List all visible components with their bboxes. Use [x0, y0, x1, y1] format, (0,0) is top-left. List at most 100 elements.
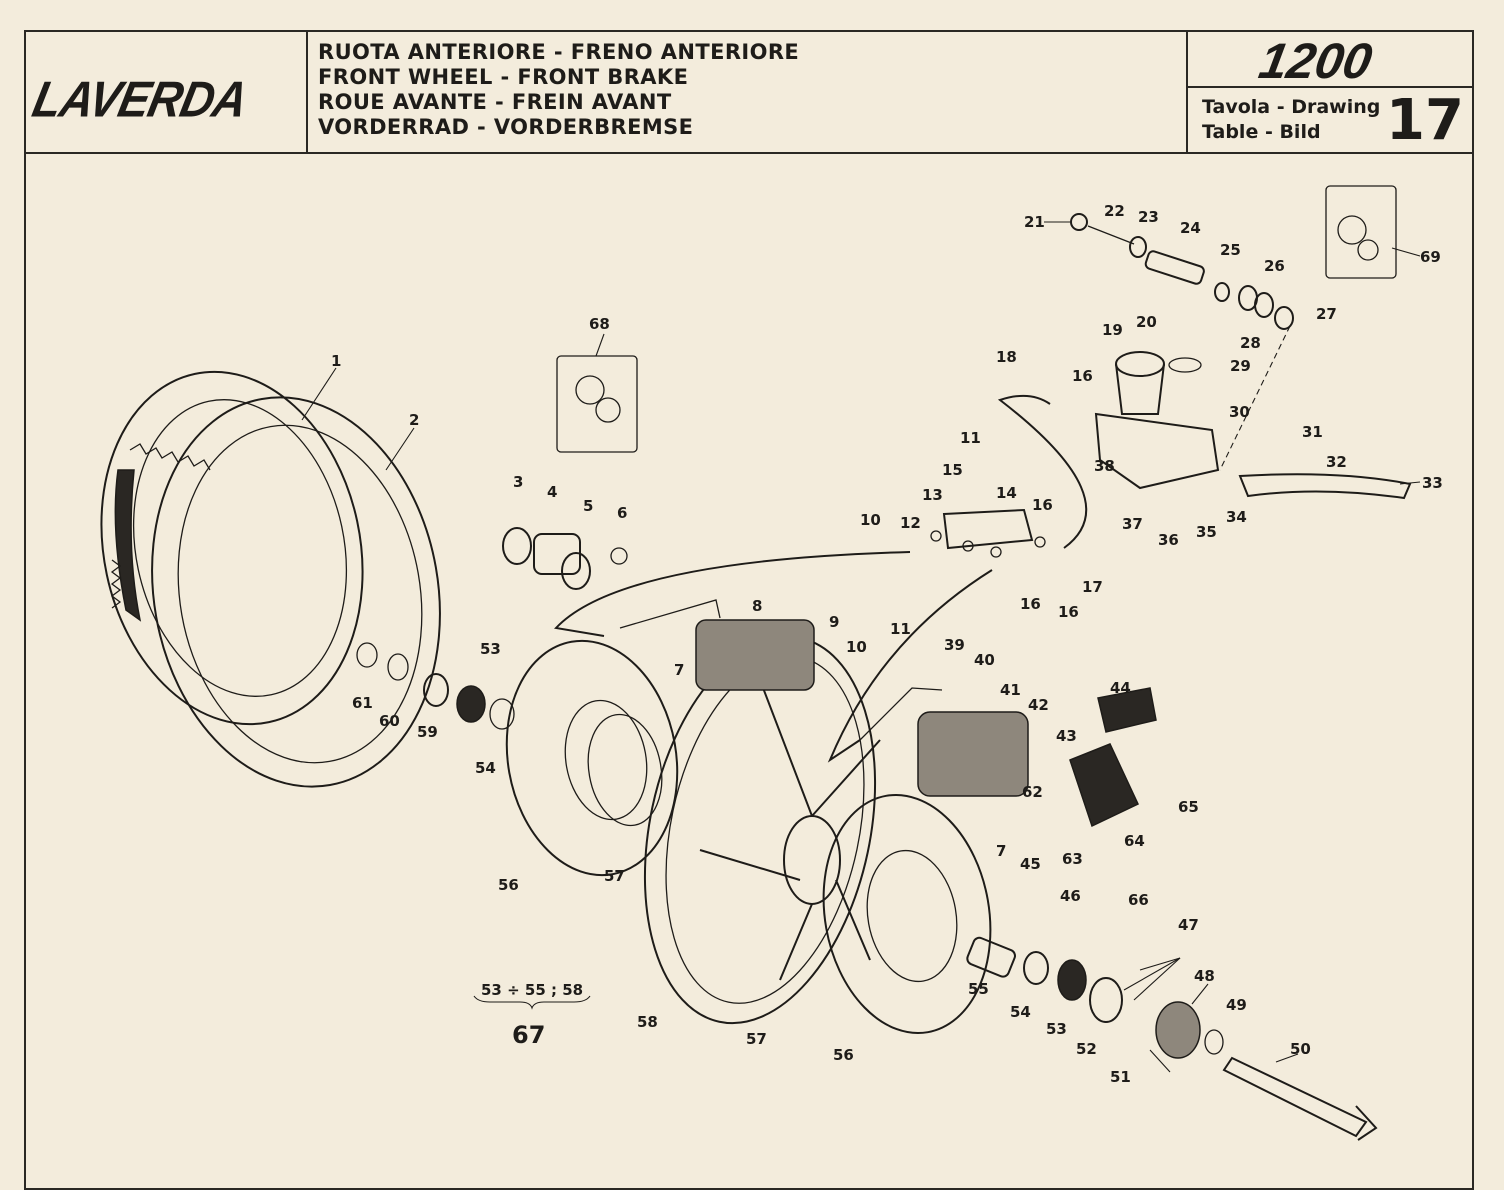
callout-66: 66	[1128, 891, 1149, 909]
callout-56a: 56	[498, 876, 519, 894]
callout-2: 2	[409, 411, 419, 429]
callout-29: 29	[1230, 357, 1251, 375]
leader-lines	[301, 221, 1421, 1073]
table-label-line1: Tavola - Drawing	[1202, 96, 1381, 118]
callout-65: 65	[1178, 798, 1199, 816]
callout-53a: 53	[480, 640, 501, 658]
kit-note: 53 ÷ 55 ; 58 67	[473, 981, 591, 1049]
title-french: ROUE AVANTE - FREIN AVANT	[318, 90, 672, 114]
model-cell: 1200	[1188, 30, 1472, 89]
callout-37: 37	[1122, 515, 1143, 533]
brake-disc-right	[822, 793, 992, 1035]
callout-17: 17	[1082, 578, 1103, 596]
callout-18: 18	[996, 348, 1017, 366]
callout-43: 43	[1056, 727, 1077, 745]
callout-51: 51	[1110, 1068, 1131, 1086]
callout-69: 69	[1420, 248, 1441, 266]
callout-20: 20	[1136, 313, 1157, 331]
callout-32: 32	[1326, 453, 1347, 471]
callout-8: 8	[752, 597, 762, 615]
callout-57a: 57	[604, 867, 625, 885]
title-cell: RUOTA ANTERIORE - FRENO ANTERIORE FRONT …	[308, 30, 1188, 152]
callout-63: 63	[1062, 850, 1083, 868]
callout-16d: 16	[1058, 603, 1079, 621]
callout-26: 26	[1264, 257, 1285, 275]
callout-33: 33	[1422, 474, 1443, 492]
callout-56b: 56	[833, 1046, 854, 1064]
callout-13: 13	[922, 486, 943, 504]
callout-labels: 1 2 3 4 5 6 7 7 8 9 10 10 11 11 12 13 14…	[331, 202, 1443, 1086]
callout-38: 38	[1094, 457, 1115, 475]
callout-16c: 16	[1020, 595, 1041, 613]
callout-35: 35	[1196, 523, 1217, 541]
callout-58: 58	[637, 1013, 658, 1031]
callout-21: 21	[1024, 213, 1045, 231]
tyre	[100, 370, 364, 726]
callout-11a: 11	[960, 429, 981, 447]
callout-28: 28	[1240, 334, 1261, 352]
hub-small-parts-right	[966, 936, 1224, 1059]
callout-45: 45	[1020, 855, 1041, 873]
callout-10b: 10	[846, 638, 867, 656]
callout-47: 47	[1178, 916, 1199, 934]
logo-cell: LAVERDA	[24, 30, 308, 152]
callout-68: 68	[589, 315, 610, 333]
callout-1: 1	[331, 352, 341, 370]
table-cell: Tavola - Drawing Table - Bild 17	[1188, 88, 1472, 153]
header-block: LAVERDA RUOTA ANTERIORE - FRENO ANTERIOR…	[24, 30, 1474, 154]
master-cylinder-internals	[1070, 213, 1294, 471]
callout-27: 27	[1316, 305, 1337, 323]
callout-4: 4	[547, 483, 557, 501]
callout-22: 22	[1104, 202, 1125, 220]
callout-53b: 53	[1046, 1020, 1067, 1038]
callout-7b: 7	[996, 842, 1006, 860]
callout-36: 36	[1158, 531, 1179, 549]
callout-49: 49	[1226, 996, 1247, 1014]
callout-50: 50	[1290, 1040, 1311, 1058]
callout-54b: 54	[1010, 1003, 1031, 1021]
callout-62: 62	[1022, 783, 1043, 801]
callout-14: 14	[996, 484, 1017, 502]
callout-10a: 10	[860, 511, 881, 529]
callout-31: 31	[1302, 423, 1323, 441]
callout-3: 3	[513, 473, 523, 491]
callout-52: 52	[1076, 1040, 1097, 1058]
inner-tube	[151, 396, 441, 788]
seal-kit-bags	[556, 185, 1397, 453]
callout-23: 23	[1138, 208, 1159, 226]
master-cylinder	[1094, 351, 1412, 500]
kit-note-number: 67	[512, 1021, 545, 1049]
callout-55: 55	[968, 980, 989, 998]
brake-hoses	[553, 394, 1088, 763]
title-italian: RUOTA ANTERIORE - FRENO ANTERIORE	[318, 40, 800, 64]
callout-48: 48	[1194, 967, 1215, 985]
brake-calipers	[695, 619, 1157, 828]
union-block	[930, 508, 1046, 558]
callout-57b: 57	[746, 1030, 767, 1048]
callout-61: 61	[352, 694, 373, 712]
callout-59: 59	[417, 723, 438, 741]
callout-12: 12	[900, 514, 921, 532]
brake-disc-left	[505, 639, 679, 877]
hub-small-parts-left	[356, 527, 628, 730]
callout-60: 60	[379, 712, 400, 730]
callout-44: 44	[1110, 679, 1131, 697]
callout-42: 42	[1028, 696, 1049, 714]
callout-16b: 16	[1032, 496, 1053, 514]
callout-5: 5	[583, 497, 593, 515]
callout-11b: 11	[890, 620, 911, 638]
callout-64: 64	[1124, 832, 1145, 850]
callout-19: 19	[1102, 321, 1123, 339]
callout-6: 6	[617, 504, 627, 522]
callout-34: 34	[1226, 508, 1247, 526]
callout-30: 30	[1229, 403, 1250, 421]
title-german: VORDERRAD - VORDERBREMSE	[318, 115, 694, 139]
table-number: 17	[1386, 88, 1464, 153]
callout-15: 15	[942, 461, 963, 479]
front-axle	[1222, 1056, 1378, 1141]
callout-9: 9	[829, 613, 839, 631]
callout-16a: 16	[1072, 367, 1093, 385]
callout-41: 41	[1000, 681, 1021, 699]
callout-40: 40	[974, 651, 995, 669]
